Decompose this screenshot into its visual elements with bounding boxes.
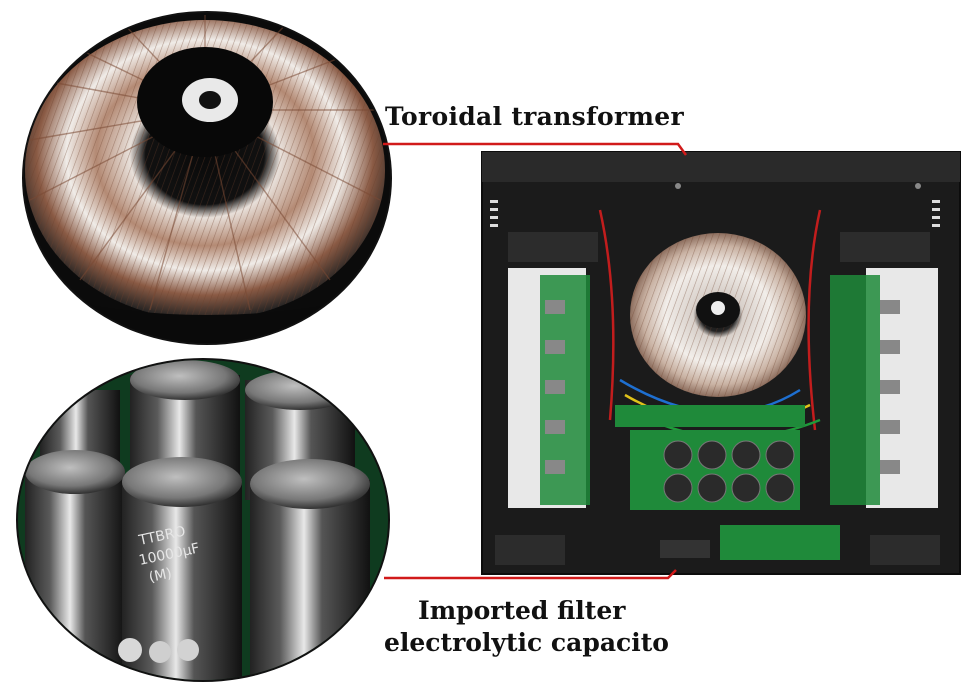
cap-code-mark: (M) bbox=[148, 565, 174, 585]
capacitor-closeup: TTBRO 10000µF (M) bbox=[16, 358, 390, 682]
toroid-closeup bbox=[22, 11, 392, 345]
capacitor-label-line2: electrolytic capacito bbox=[384, 628, 669, 657]
capacitor-label-line1: Imported filter bbox=[418, 596, 626, 625]
toroid-label: Toroidal transformer bbox=[385, 102, 684, 131]
amplifier-chassis bbox=[481, 151, 961, 575]
capacitor-callout-line bbox=[384, 569, 677, 580]
callout-lines bbox=[383, 142, 688, 580]
toroid-callout-line bbox=[383, 142, 688, 156]
